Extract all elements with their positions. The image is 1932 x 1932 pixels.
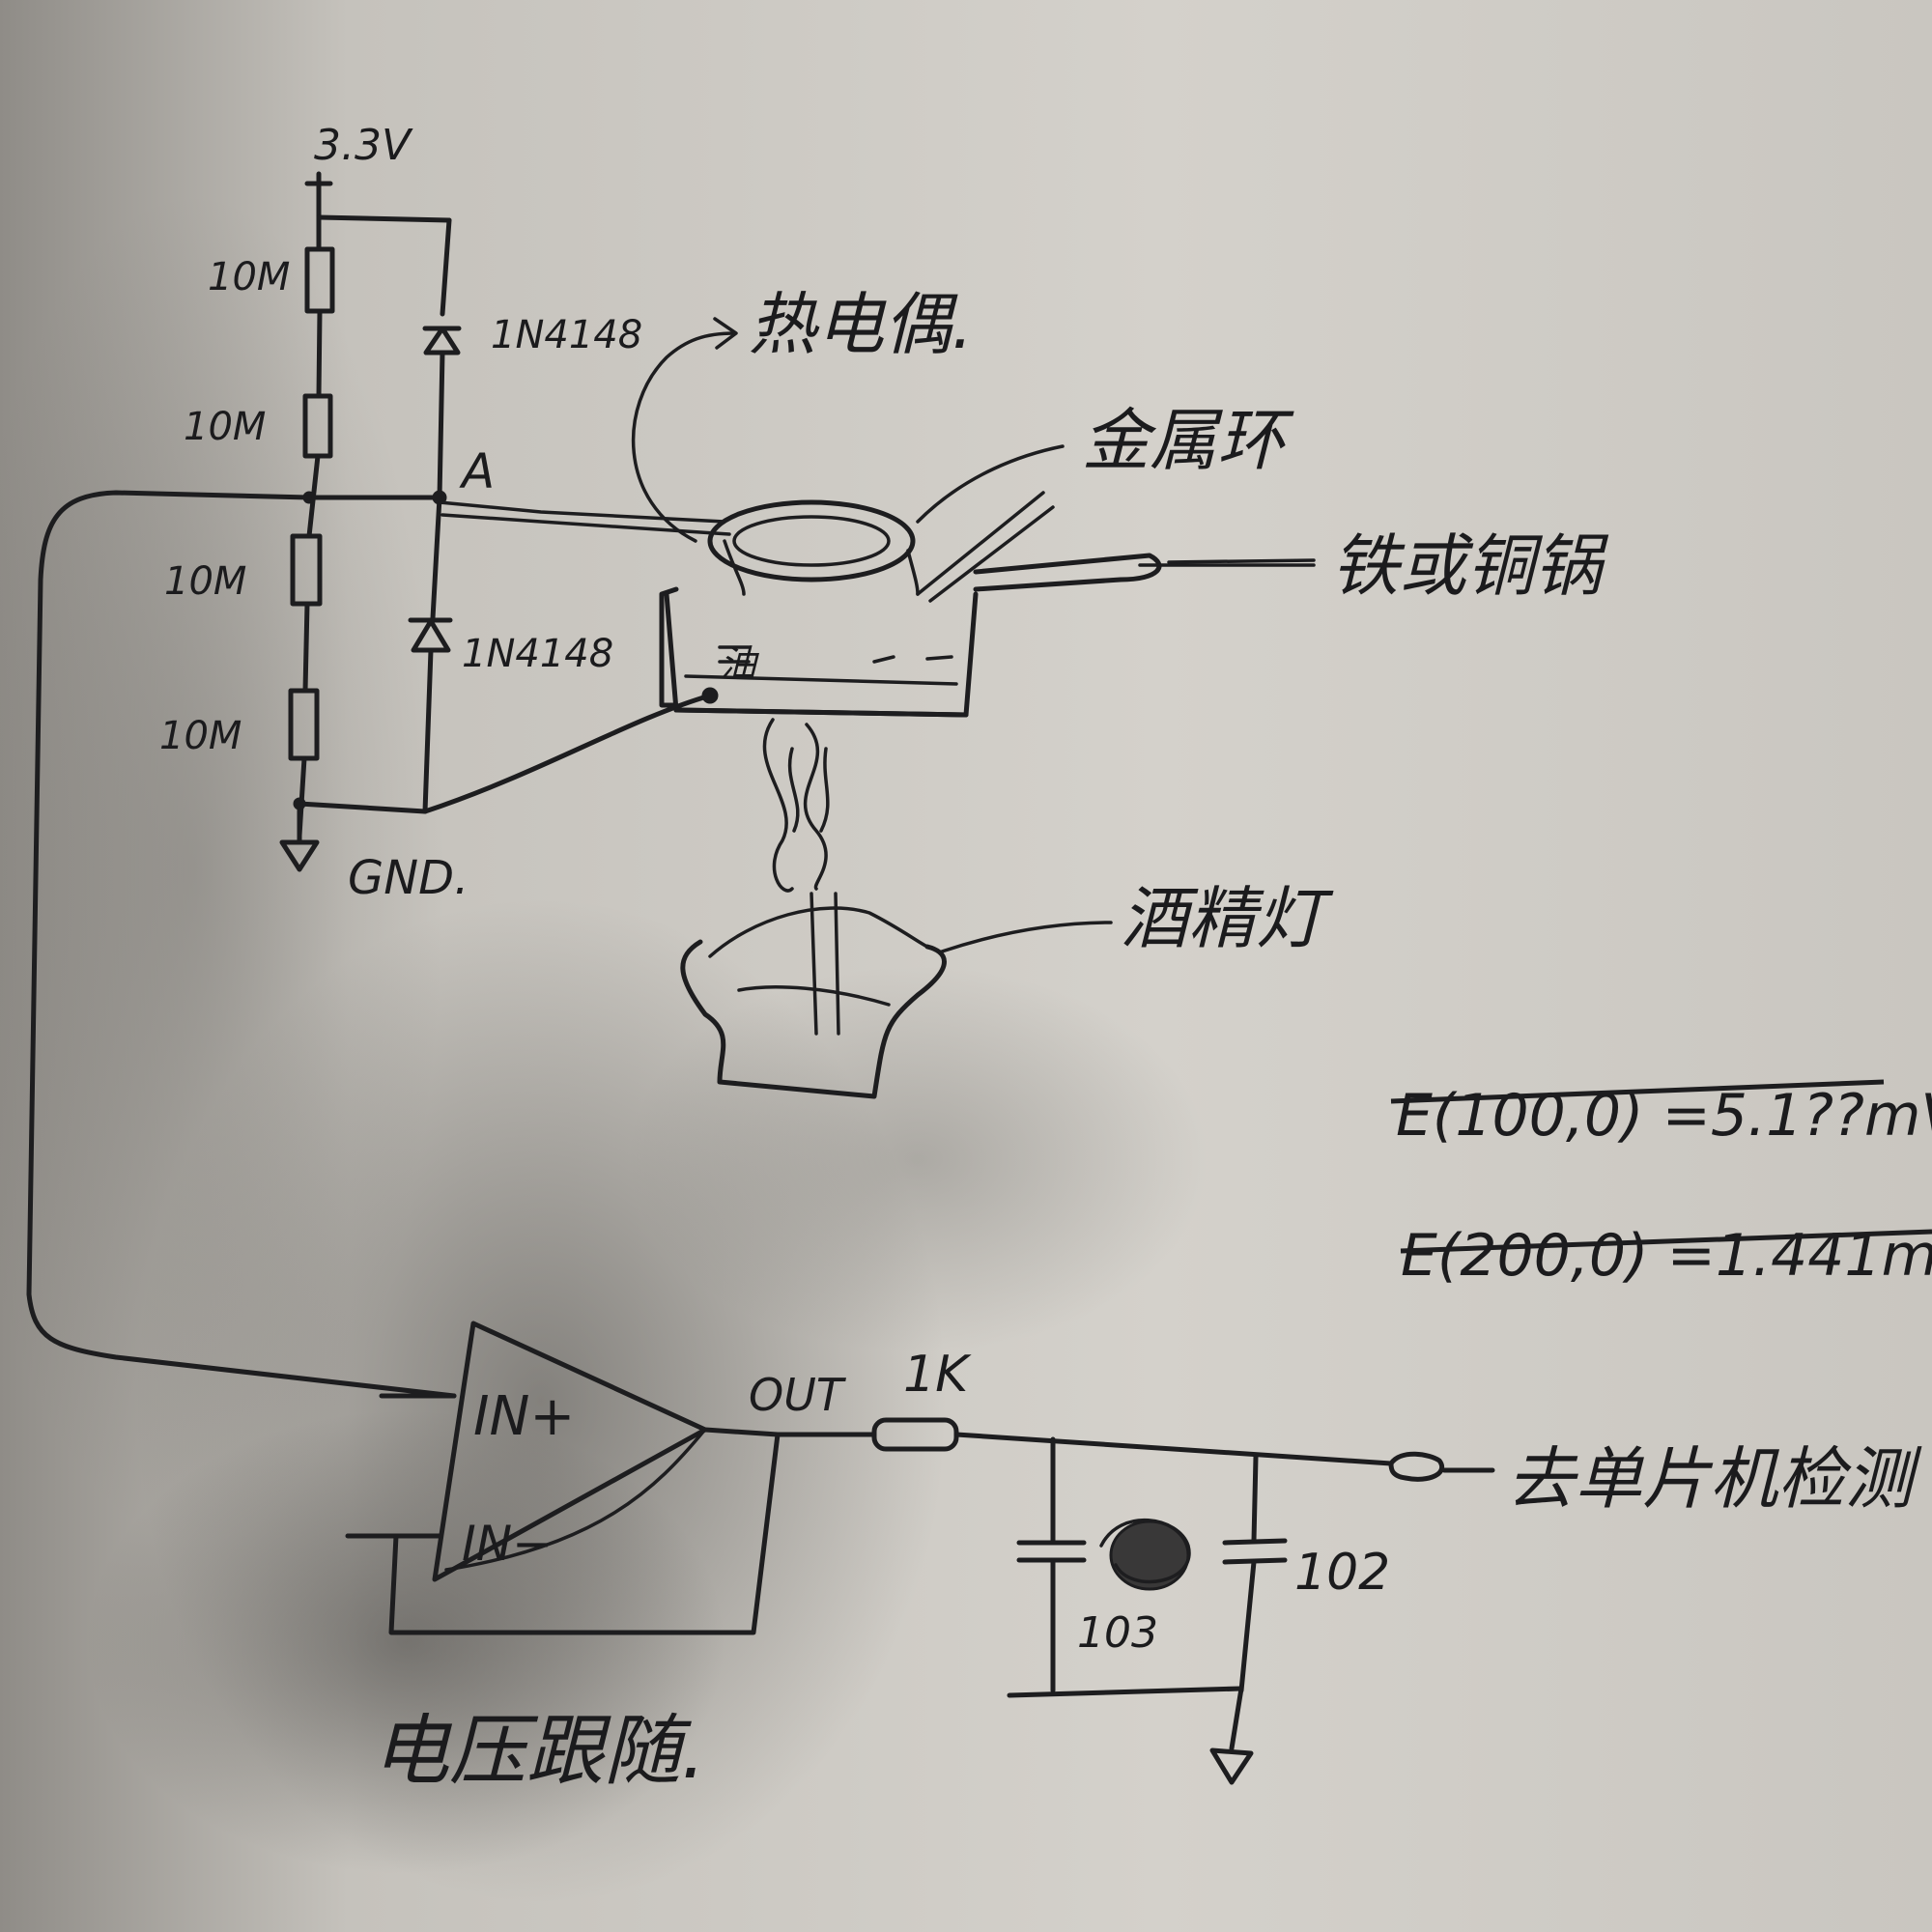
feedback-wire-to-opamp	[26, 490, 457, 1399]
resistor-divider: 10M 10M 10M 10M	[159, 214, 335, 838]
opamp-in-minus: IN−	[462, 1516, 553, 1572]
node-a-label: A	[459, 443, 495, 499]
pot-label: 铁或铜锅	[1331, 526, 1609, 606]
bottom-rail-wire	[297, 801, 428, 814]
resistor-r2	[302, 393, 333, 459]
ground-symbol-right	[1209, 1686, 1254, 1785]
opamp-in-plus: IN+	[473, 1385, 575, 1448]
note-line-1: E(100,0) =5.1??mV	[1396, 1082, 1932, 1150]
bottom-junction-dot	[293, 797, 306, 810]
opamp-caption: 电压跟随.	[372, 1706, 705, 1796]
gnd-label: GND.	[348, 851, 469, 905]
diode-column: A 1N4148 1N4148	[408, 217, 642, 814]
diode-upper	[422, 326, 462, 355]
diode-lower	[408, 617, 453, 653]
supply-node: 3.3V	[304, 121, 413, 220]
callout-lamp: 酒精灯	[940, 879, 1334, 958]
metal-ring	[707, 499, 916, 582]
metal-ring-label: 金属环	[1082, 401, 1294, 480]
resistor-r3	[290, 533, 323, 607]
top-rail-wire	[316, 214, 452, 223]
oil-label: 油	[720, 642, 759, 685]
opamp-out: OUT	[749, 1369, 847, 1421]
capacitor-102: 102	[1222, 1454, 1390, 1693]
capacitor-103: 103	[1016, 1436, 1191, 1693]
resistor-r1-label: 10M	[208, 255, 290, 299]
lamp-label: 酒精灯	[1121, 879, 1334, 958]
opamp-buffer: IN+ IN− OUT 电压跟随.	[345, 1321, 847, 1796]
diode-upper-label: 1N4148	[491, 313, 642, 357]
capacitor-103-label: 103	[1077, 1608, 1158, 1658]
resistor-r4	[288, 688, 320, 761]
resistor-r4-label: 10M	[159, 714, 242, 758]
callout-metal-ring: 金属环	[916, 401, 1294, 524]
alcohol-lamp	[680, 892, 947, 1099]
opamp-triangle	[432, 1321, 708, 1582]
output-label: 去单片机检测	[1507, 1439, 1922, 1519]
resistor-r2-label: 10M	[184, 405, 266, 449]
resistor-r3-label: 10M	[164, 559, 246, 604]
resistor-r1	[304, 246, 335, 314]
struck-notes: E(100,0) =5.1??mV E(200,0) =1.441m	[1390, 1079, 1932, 1290]
ground-symbol-left: GND.	[279, 799, 469, 905]
resistor-1k-label: 1K	[903, 1346, 972, 1404]
pot: 油	[659, 553, 1316, 718]
flame-heat-waves	[762, 718, 830, 893]
output-connector	[1388, 1451, 1444, 1482]
callout-pot: 铁或铜锅	[1167, 526, 1609, 606]
capacitor-102-label: 102	[1294, 1544, 1390, 1602]
lower-thermocouple-wire	[422, 693, 713, 814]
rc-filter: 1K 103 102	[775, 1346, 1922, 1785]
diode-lower-label: 1N4148	[462, 632, 613, 676]
callout-thermocouple: 热电偶.	[632, 285, 973, 543]
supply-label: 3.3V	[314, 121, 413, 170]
resistor-1k	[871, 1417, 959, 1452]
thermocouple-label: 热电偶.	[749, 285, 973, 364]
